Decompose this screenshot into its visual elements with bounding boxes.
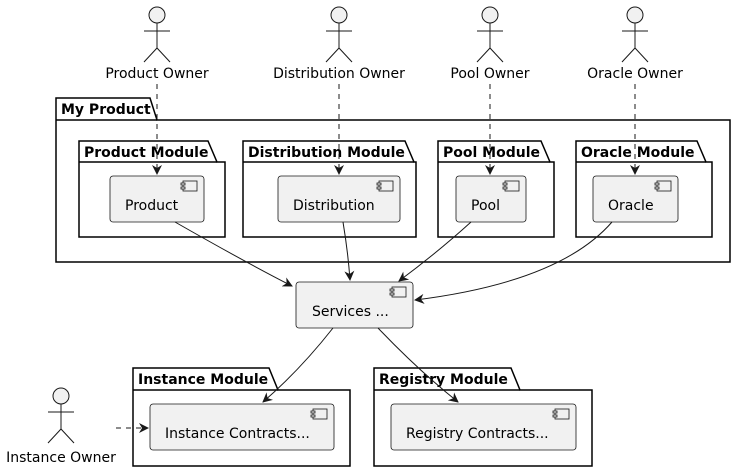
component-services[interactable]: Services ... <box>295 281 414 329</box>
actor-stick-figure-icon <box>325 6 353 63</box>
actor-pool-owner[interactable]: Pool Owner <box>450 6 530 82</box>
package-label-instance-module: Instance Module <box>138 372 268 388</box>
component-icon <box>502 180 520 192</box>
component-registry-contracts[interactable]: Registry Contracts... <box>390 403 577 451</box>
arrow-oracle-to-services <box>414 221 613 304</box>
component-icon <box>654 180 672 192</box>
component-label-instance-contracts: Instance Contracts... <box>165 426 310 442</box>
actor-stick-figure-icon <box>621 6 649 63</box>
actor-label-product-owner: Product Owner <box>105 66 209 82</box>
component-label-distribution: Distribution <box>293 198 375 214</box>
arrow-services-to-instance-contracts <box>262 327 334 403</box>
package-label-registry-module: Registry Module <box>379 372 508 388</box>
actor-product-owner[interactable]: Product Owner <box>105 6 209 82</box>
component-label-oracle: Oracle <box>608 198 654 214</box>
association-arrows <box>174 221 613 403</box>
actor-stick-figure-icon <box>143 6 171 63</box>
package-label-product-module: Product Module <box>84 145 208 161</box>
package-label-distribution-module: Distribution Module <box>248 145 405 161</box>
actor-distribution-owner[interactable]: Distribution Owner <box>273 6 405 82</box>
dependency-arrows <box>116 84 640 433</box>
component-instance-contracts[interactable]: Instance Contracts... <box>149 403 335 451</box>
component-label-registry-contracts: Registry Contracts... <box>406 426 549 442</box>
component-label-services: Services ... <box>312 304 389 320</box>
actor-stick-figure-icon <box>476 6 504 63</box>
component-icon <box>180 180 198 192</box>
package-label-my-product: My Product <box>61 102 151 118</box>
actor-label-distribution-owner: Distribution Owner <box>273 66 405 82</box>
actor-oracle-owner[interactable]: Oracle Owner <box>587 6 683 82</box>
actor-stick-figure-icon <box>47 387 75 444</box>
arrow-services-to-registry-contracts <box>377 327 459 403</box>
component-icon <box>376 180 394 192</box>
package-label-pool-module: Pool Module <box>443 145 540 161</box>
component-icon <box>389 286 407 298</box>
arrow-pool-to-services <box>398 221 472 282</box>
component-label-product: Product <box>125 198 179 214</box>
component-pool[interactable]: Pool <box>455 175 527 223</box>
component-icon <box>552 408 570 420</box>
actor-label-pool-owner: Pool Owner <box>450 66 529 82</box>
package-label-oracle-module: Oracle Module <box>581 145 695 161</box>
component-oracle[interactable]: Oracle <box>592 175 679 223</box>
actor-label-instance-owner: Instance Owner <box>6 450 116 466</box>
arrow-product-to-services <box>174 221 293 287</box>
arrow-distribution-to-services <box>342 221 355 281</box>
component-distribution[interactable]: Distribution <box>277 175 401 223</box>
component-product[interactable]: Product <box>109 175 205 223</box>
component-label-pool: Pool <box>471 198 500 214</box>
component-icon <box>310 408 328 420</box>
actor-instance-owner[interactable]: Instance Owner <box>6 387 116 466</box>
actor-label-oracle-owner: Oracle Owner <box>587 66 683 82</box>
